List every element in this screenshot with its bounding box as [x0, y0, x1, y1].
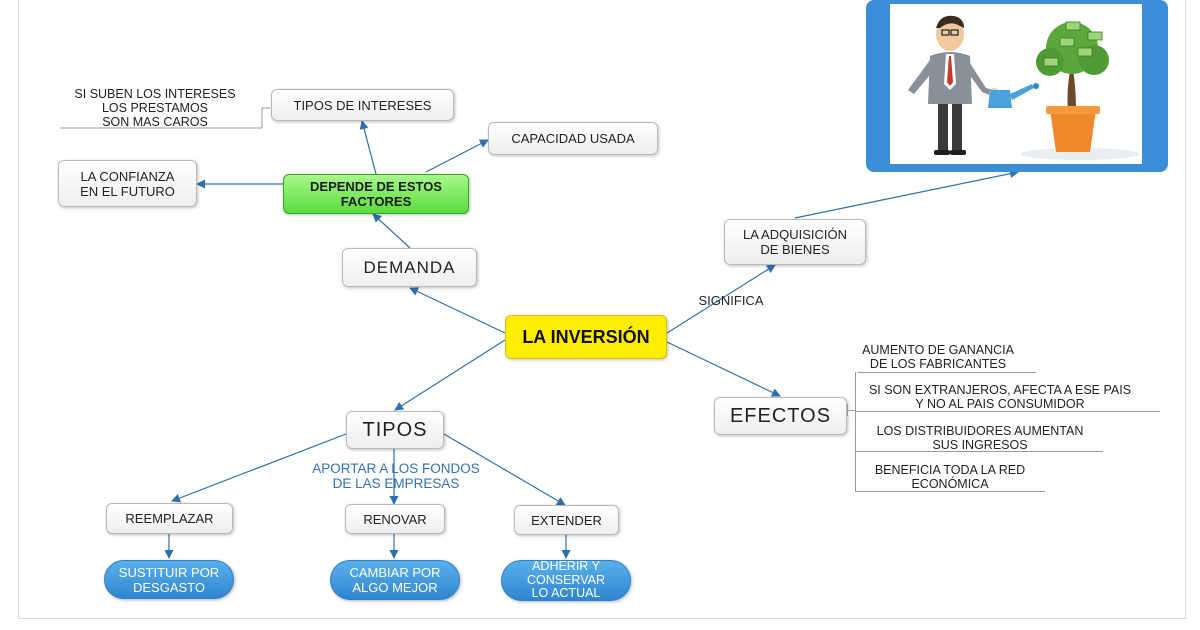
factors-hub: DEPENDE DE ESTOS FACTORES — [283, 174, 469, 214]
effect-item-4: BENEFICIA TODA LA RED ECONÓMICA — [874, 463, 1026, 491]
effect-item-2-rule — [855, 411, 1160, 412]
businessman-watering-money-tree-icon — [908, 15, 1140, 160]
type-renew-detail: CAMBIAR POR ALGO MEJOR — [330, 560, 460, 600]
arrow-types-to-extend — [443, 433, 566, 506]
arrow-central-to-types — [394, 339, 506, 411]
effects-node: EFECTOS — [714, 397, 847, 435]
arrow-acquisition-to-photo — [794, 169, 1019, 219]
confidence-node: LA CONFIANZA EN EL FUTURO — [58, 160, 197, 207]
money-tree-photo — [890, 4, 1142, 164]
effect-item-1: AUMENTO DE GANANCIA DE LOS FABRICANTES — [862, 343, 1014, 371]
type-extend-detail: ADHERIR Y CONSERVAR LO ACTUAL — [501, 560, 631, 601]
central-node: LA INVERSIÓN — [505, 315, 667, 359]
type-replace-node: REEMPLAZAR — [106, 503, 233, 534]
types-link-label: APORTAR A LOS FONDOS DE LAS EMPRESAS — [312, 461, 480, 491]
arrow-central-to-demand — [409, 287, 506, 334]
effect-item-3-rule — [855, 451, 1103, 452]
type-extend-node: EXTENDER — [514, 505, 619, 535]
interest-note: SI SUBEN LOS INTERESES LOS PRESTAMOS SON… — [74, 87, 236, 129]
capacity-node: CAPACIDAD USADA — [488, 122, 658, 155]
arrow-demand-to-factors — [372, 213, 411, 249]
arrow-central-to-effects — [666, 341, 781, 397]
interest-types-node: TIPOS DE INTERESES — [271, 89, 454, 121]
effect-item-4-rule — [855, 491, 1045, 492]
frame-right-border — [1185, 0, 1186, 618]
arrow-central-to-acquisition — [666, 264, 776, 334]
arrow-types-to-replace — [171, 433, 347, 503]
effects-bracket — [855, 372, 856, 492]
meaning-link-label: SIGNIFICA — [698, 293, 764, 308]
arrow-factors-to-interest — [359, 120, 377, 175]
effects-stem-horizontal — [847, 410, 855, 411]
arrow-factors-to-capacity — [425, 139, 489, 173]
frame-bottom-border — [18, 618, 1186, 619]
bracket-interest-note — [60, 107, 270, 129]
effect-item-1-rule — [858, 372, 1036, 373]
type-replace-detail: SUSTITUIR POR DESGASTO — [104, 560, 234, 599]
types-node: TIPOS — [346, 411, 444, 449]
type-renew-node: RENOVAR — [345, 504, 445, 534]
demand-node: DEMANDA — [342, 248, 477, 287]
acquisition-node: LA ADQUISICIÓN DE BIENES — [724, 219, 866, 265]
frame-left-border — [18, 0, 19, 618]
effect-item-3: LOS DISTRIBUIDORES AUMENTAN SUS INGRESOS — [876, 424, 1084, 452]
effect-item-2: SI SON EXTRANJEROS, AFECTA A ESE PAIS Y … — [868, 383, 1132, 411]
